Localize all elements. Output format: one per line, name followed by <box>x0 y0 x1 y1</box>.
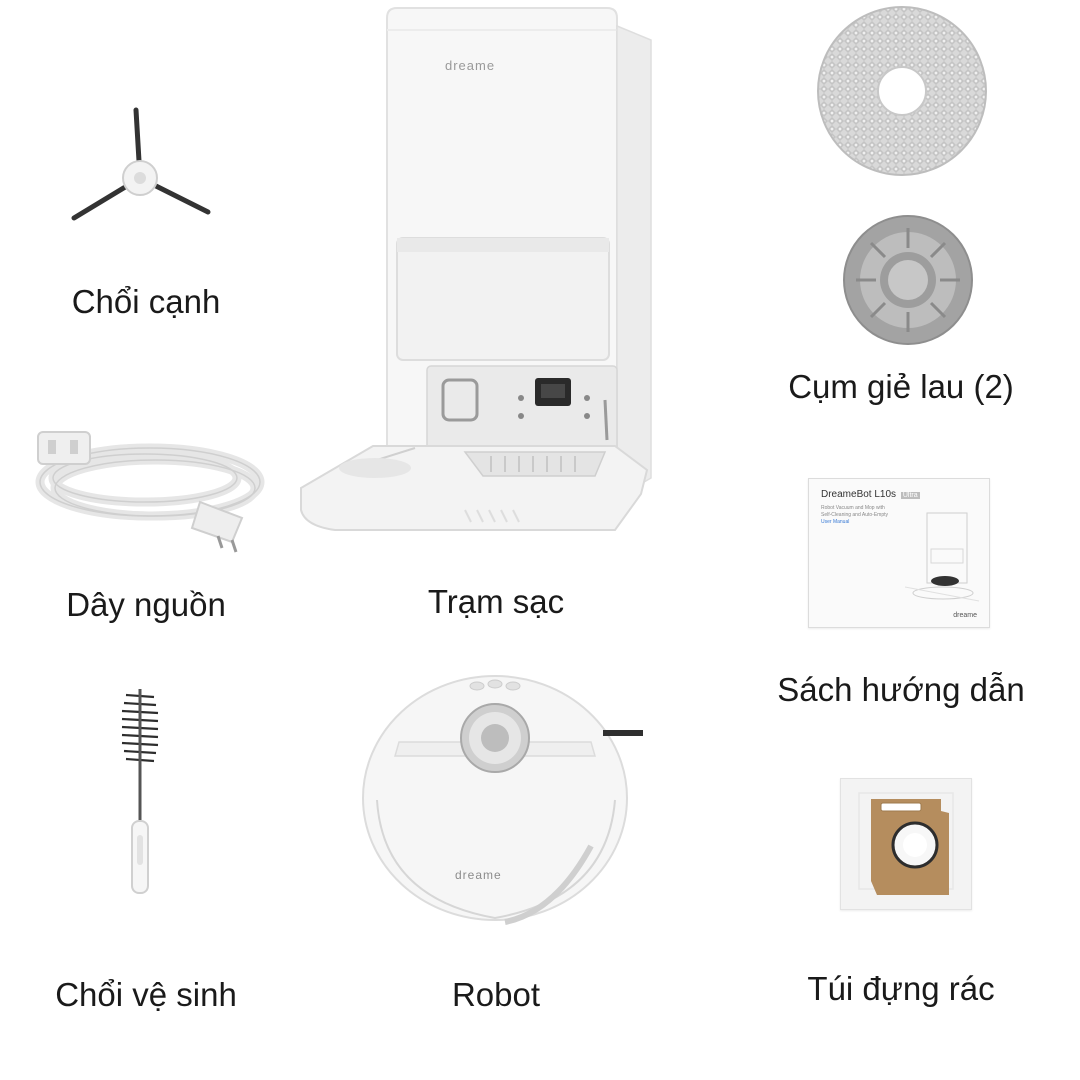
station-brand-logo: dreame <box>445 58 496 73</box>
power-cord-label: Dây nguồn <box>66 586 226 623</box>
cleaning-brush-icon <box>110 685 170 905</box>
manual-brand-logo: dreame <box>953 612 977 619</box>
manual-icon: DreameBot L10s Ultra Robot Vacuum and Mo… <box>808 478 990 628</box>
side-brush-icon <box>60 100 220 230</box>
mop-holder-label: Cụm giẻ lau (2) <box>788 368 1014 405</box>
side-brush-label: Chổi cạnh <box>71 283 221 320</box>
cleaning-brush-label: Chổi vệ sinh <box>55 976 237 1013</box>
manual-cover-line-2: Self-Cleaning and Auto-Empty <box>821 512 888 518</box>
power-cord-icon <box>20 420 270 560</box>
manual-cover-badge: Ultra <box>900 492 920 499</box>
robot-brand-logo: dreame <box>455 868 502 882</box>
mop-pad-icon <box>812 5 992 177</box>
robot-vacuum-icon: dreame <box>355 650 655 930</box>
manual-cover-title: DreameBot L10s <box>821 489 897 500</box>
station-label: Trạm sạc <box>427 583 565 620</box>
charging-station-icon: dreame <box>295 0 665 560</box>
dust-bag-label: Túi đựng rác <box>807 970 995 1007</box>
robot-label: Robot <box>451 976 541 1013</box>
manual-cover-line-3: User Manual <box>821 519 850 525</box>
manual-cover-line-1: Robot Vacuum and Mop with <box>821 505 885 511</box>
manual-label: Sách hướng dẫn <box>777 671 1025 708</box>
mop-holder-icon <box>840 214 976 346</box>
dust-bag-icon <box>840 778 972 910</box>
